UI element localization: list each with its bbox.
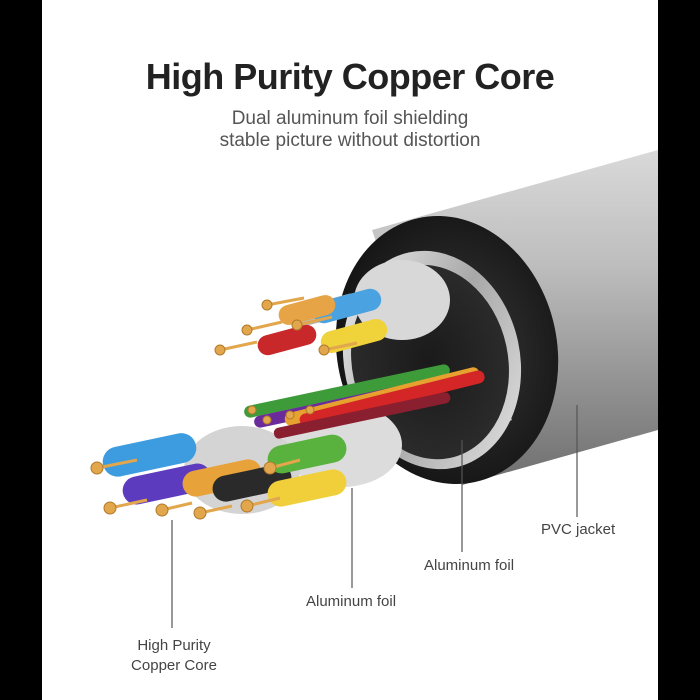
- cable-cross-section-illustration: [90, 150, 658, 628]
- aluminum-foil-inner-label: Aluminum foil: [306, 593, 397, 610]
- copper-core-label-line-1: High Purity: [137, 637, 211, 654]
- copper-core-label-line-2: Copper Core: [131, 657, 217, 674]
- page-title: High Purity Copper Core: [145, 56, 555, 97]
- product-image-panel: High Purity Copper Core Dual aluminum fo…: [42, 0, 658, 700]
- wire-bundle: [102, 288, 485, 507]
- pvc-jacket-label: PVC jacket: [541, 521, 616, 538]
- aluminum-foil-outer-label: Aluminum foil: [424, 557, 515, 574]
- subtitle-line-2: stable picture without distortion: [219, 130, 481, 151]
- subtitle-line-1: Dual aluminum foil shielding: [231, 108, 469, 129]
- copper-core-label: High Purity Copper Core: [114, 636, 234, 676]
- copper-conductors: [90, 296, 358, 520]
- callout-lines: [171, 405, 578, 628]
